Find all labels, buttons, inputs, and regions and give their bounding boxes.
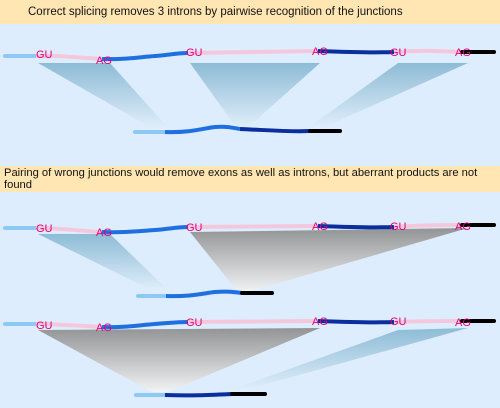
aberrant-product-1 — [136, 289, 274, 299]
mature-mrna-correct — [133, 124, 342, 135]
intron-3 — [393, 319, 463, 324]
intron-2 — [187, 49, 319, 55]
acceptor-label: AG — [455, 221, 471, 233]
intron-removal-wedge-2 — [190, 63, 320, 130]
wrong-splicing-caption: Pairing of wrong junctions would remove … — [0, 166, 500, 192]
aberrant-product-2 — [134, 392, 267, 398]
exon-3 — [317, 319, 395, 325]
correct-splicing-group: GU AG GU AG GU AG — [3, 46, 496, 135]
intron-1 — [35, 226, 103, 234]
donor-label: GU — [186, 47, 203, 59]
pre-mrna-wrong-2: GU AG GU AG GU AG — [3, 316, 496, 334]
exon-2 — [101, 51, 189, 62]
intron-2 — [187, 319, 319, 324]
pre-mrna-wrong-1: GU AG GU AG GU AG — [3, 221, 496, 239]
exon-3 — [317, 224, 395, 230]
acceptor-label: AG — [312, 46, 328, 58]
acceptor-label: AG — [455, 317, 471, 329]
correct-splicing-caption: Correct splicing removes 3 introns by pa… — [0, 0, 500, 24]
intron-3 — [393, 223, 463, 229]
wrong-splicing-example-1: GU AG GU AG GU AG — [3, 221, 496, 299]
exon-2 — [164, 124, 241, 135]
pre-mrna-top: GU AG GU AG GU AG — [3, 46, 496, 67]
donor-label: GU — [186, 317, 203, 329]
donor-label: GU — [390, 47, 407, 59]
acceptor-label: AG — [312, 316, 328, 328]
intron-2 — [187, 224, 319, 229]
donor-label: GU — [36, 223, 53, 235]
exon-3 — [317, 49, 395, 55]
intron-removal-wedge — [38, 234, 170, 292]
acceptor-label: AG — [96, 55, 112, 67]
exon-2 — [165, 289, 243, 299]
exon-skipping-wedge — [190, 228, 468, 292]
intron-removal-wedge-3 — [305, 63, 468, 130]
exon-3 — [164, 392, 233, 398]
acceptor-label: AG — [96, 322, 112, 334]
donor-label: GU — [36, 320, 53, 332]
exon-2 — [101, 320, 189, 330]
wrong-splicing-example-2: GU AG GU AG GU AG — [3, 316, 496, 398]
donor-label: GU — [186, 222, 203, 234]
donor-label: GU — [36, 49, 53, 61]
exon-2 — [101, 225, 189, 235]
donor-label: GU — [390, 316, 407, 328]
donor-label: GU — [390, 221, 407, 233]
acceptor-label: AG — [455, 47, 471, 59]
acceptor-label: AG — [96, 227, 112, 239]
intron-1 — [35, 322, 103, 329]
intron-removal-wedge — [225, 328, 468, 392]
exon-3 — [239, 127, 311, 134]
exon-skipping-wedge — [38, 328, 320, 392]
intron-3 — [393, 48, 463, 54]
intron-removal-wedge-1 — [38, 63, 170, 130]
acceptor-label: AG — [312, 221, 328, 233]
intron-1 — [35, 53, 103, 61]
